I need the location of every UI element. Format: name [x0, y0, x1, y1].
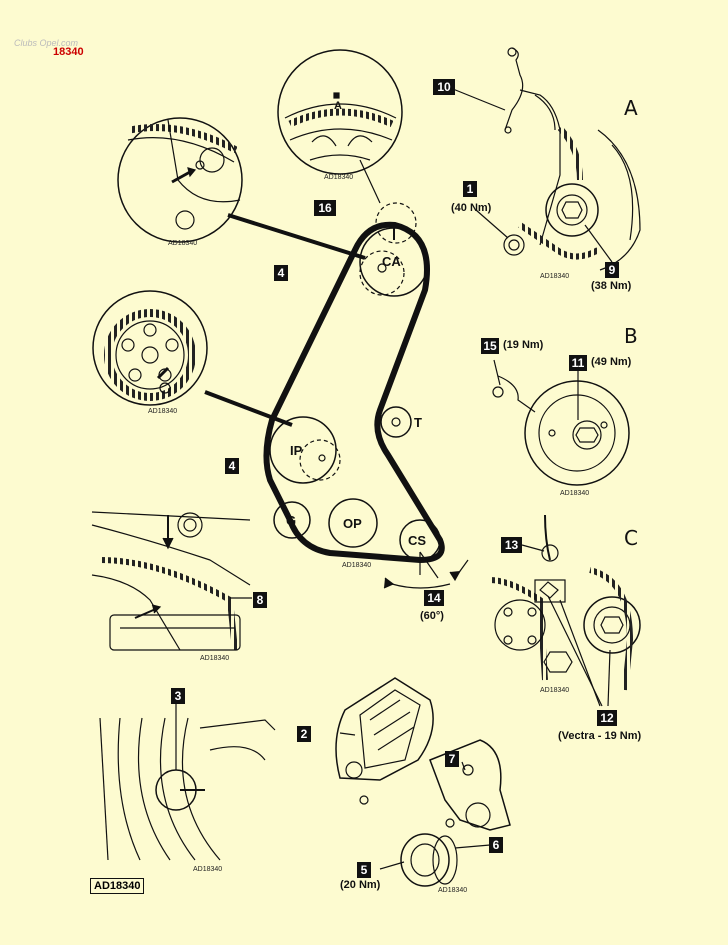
timing-mark-a: A [334, 100, 342, 112]
inset-code: AD18340 [324, 174, 354, 181]
angle-label-14: (60°) [420, 610, 444, 622]
pulley-label-ca: CA [382, 254, 401, 269]
callout-13: 13 [501, 537, 522, 553]
inset-code: AD18340 [540, 273, 570, 280]
inset-code: AD18340 [560, 490, 590, 497]
callout-11: 11 [569, 355, 587, 371]
idler-pulley-g [273, 501, 311, 539]
pulley-label-op: OP [343, 516, 362, 531]
inset-code: AD18340 [168, 240, 198, 247]
callout-4-top: 4 [274, 265, 288, 281]
callout-12: 12 [597, 710, 617, 726]
callout-5: 5 [357, 862, 371, 878]
callout-9: 9 [605, 262, 619, 278]
inset-code: AD18340 [148, 408, 178, 415]
callout-16: 16 [314, 200, 336, 216]
callout-3: 3 [171, 688, 185, 704]
callout-6: 6 [489, 837, 503, 853]
reference-number: 18340 [53, 46, 84, 58]
callout-8: 8 [253, 592, 267, 608]
pulley-label-t: T [414, 415, 422, 430]
torque-label-12: (Vectra - 19 Nm) [558, 730, 642, 742]
watermark: Clubs Opel.com [14, 38, 79, 48]
callout-4-middle: 4 [225, 458, 239, 474]
torque-label-15: (19 Nm) [503, 339, 544, 351]
torque-label-9: (38 Nm) [591, 280, 632, 292]
injection-pump-sprocket [269, 416, 337, 484]
timing-belt [263, 221, 445, 563]
callout-14: 14 [424, 590, 444, 606]
inset-code: AD18340 [342, 562, 372, 569]
section-letter-b: B [624, 324, 638, 348]
section-letter-a: A [624, 96, 638, 120]
callout-2: 2 [297, 726, 311, 742]
callout-15: 15 [481, 338, 499, 354]
oil-pump-sprocket [328, 498, 378, 548]
figure-code-box: AD18340 [90, 878, 145, 894]
inset-code: AD18340 [200, 655, 230, 662]
callout-1: 1 [463, 181, 477, 197]
section-letter-c: C [624, 526, 638, 550]
torque-label-5: (20 Nm) [340, 879, 381, 891]
pulley-label-cs: CS [408, 533, 427, 548]
pulley-label-g: G [286, 513, 297, 528]
tensioner-pulley [380, 406, 412, 438]
pulley-label-ip: IP [290, 443, 303, 458]
callout-10: 10 [433, 79, 455, 95]
inset-code: AD18340 [438, 887, 468, 894]
torque-label-1: (40 Nm) [451, 202, 492, 214]
inset-code: AD18340 [540, 687, 570, 694]
inset-code: AD18340 [193, 866, 223, 873]
torque-label-11: (49 Nm) [591, 356, 632, 368]
callout-7: 7 [445, 751, 459, 767]
